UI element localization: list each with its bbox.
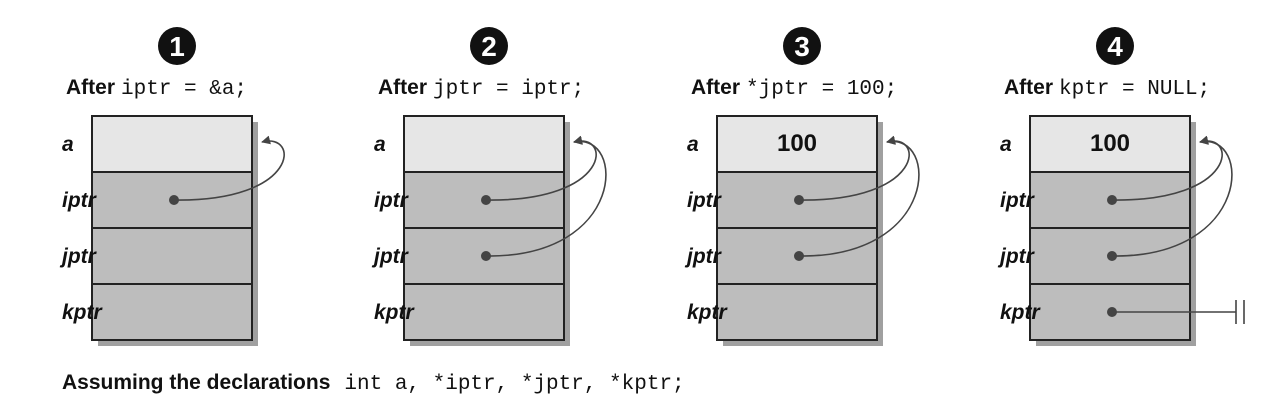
var-label-a: a (1000, 133, 1012, 156)
var-label-iptr: iptr (687, 189, 723, 212)
var-label-iptr: iptr (62, 189, 98, 212)
caption-code: kptr = NULL; (1059, 78, 1210, 101)
caption-code: jptr = iptr; (433, 78, 584, 101)
pointer-dot-jptr (794, 251, 804, 261)
caption-code: iptr = &a; (121, 78, 247, 101)
var-label-iptr: iptr (374, 189, 410, 212)
footer-prefix: Assuming the declarations (62, 371, 330, 394)
var-label-jptr: jptr (997, 245, 1036, 268)
var-label-a: a (374, 133, 386, 156)
memory-cell-a (403, 115, 565, 173)
cell-value-a: 100 (1090, 130, 1130, 157)
var-label-kptr: kptr (1000, 301, 1042, 324)
var-label-a: a (687, 133, 699, 156)
memory-cell-a (91, 115, 253, 173)
cell-value-a: 100 (777, 130, 817, 157)
var-label-kptr: kptr (687, 301, 729, 324)
step-number-2: 2 (481, 31, 497, 62)
caption-code: *jptr = 100; (746, 78, 897, 101)
pointer-dot-jptr (1107, 251, 1117, 261)
step-number-4: 4 (1107, 31, 1123, 62)
pointer-arrow-jptr (1111, 136, 1233, 257)
step-badge-1 (158, 27, 196, 65)
var-label-jptr: jptr (684, 245, 723, 268)
svg-text:Assuming the declarations: Assuming the declarations int a, *iptr, … (62, 371, 685, 396)
step-badge-3 (783, 27, 821, 65)
step-number-3: 3 (794, 31, 810, 62)
var-label-jptr: jptr (59, 245, 98, 268)
step-badge-2 (470, 27, 508, 65)
var-label-a: a (62, 133, 74, 156)
memory-cell-a (1029, 115, 1191, 173)
footer-caption: Assuming the declarations int a, *iptr, … (62, 371, 685, 396)
memory-cell-kptr (403, 283, 565, 341)
var-label-jptr: jptr (371, 245, 410, 268)
footer-code: int a, *iptr, *jptr, *kptr; (344, 373, 684, 396)
pointer-arrow-iptr (173, 135, 285, 201)
pointer-dot-jptr (481, 251, 491, 261)
step-caption-2: After jptr = iptr; (378, 76, 584, 101)
step-number-1: 1 (169, 31, 185, 62)
var-label-iptr: iptr (1000, 189, 1036, 212)
pointer-arrow-jptr (485, 136, 607, 257)
step-badge-4 (1096, 27, 1134, 65)
pointer-arrow-jptr (798, 136, 920, 257)
step-caption-1: After iptr = &a; (66, 76, 247, 101)
caption-prefix: After (378, 76, 427, 99)
var-label-kptr: kptr (62, 301, 104, 324)
caption-prefix: After (1004, 76, 1053, 99)
memory-cell-kptr (91, 283, 253, 341)
caption-prefix: After (691, 76, 740, 99)
var-label-kptr: kptr (374, 301, 416, 324)
memory-cell-jptr (91, 227, 253, 285)
step-caption-4: After kptr = NULL; (1004, 76, 1210, 101)
memory-cell-a (716, 115, 878, 173)
memory-cell-kptr (716, 283, 878, 341)
caption-prefix: After (66, 76, 115, 99)
step-caption-3: After *jptr = 100; (691, 76, 897, 101)
